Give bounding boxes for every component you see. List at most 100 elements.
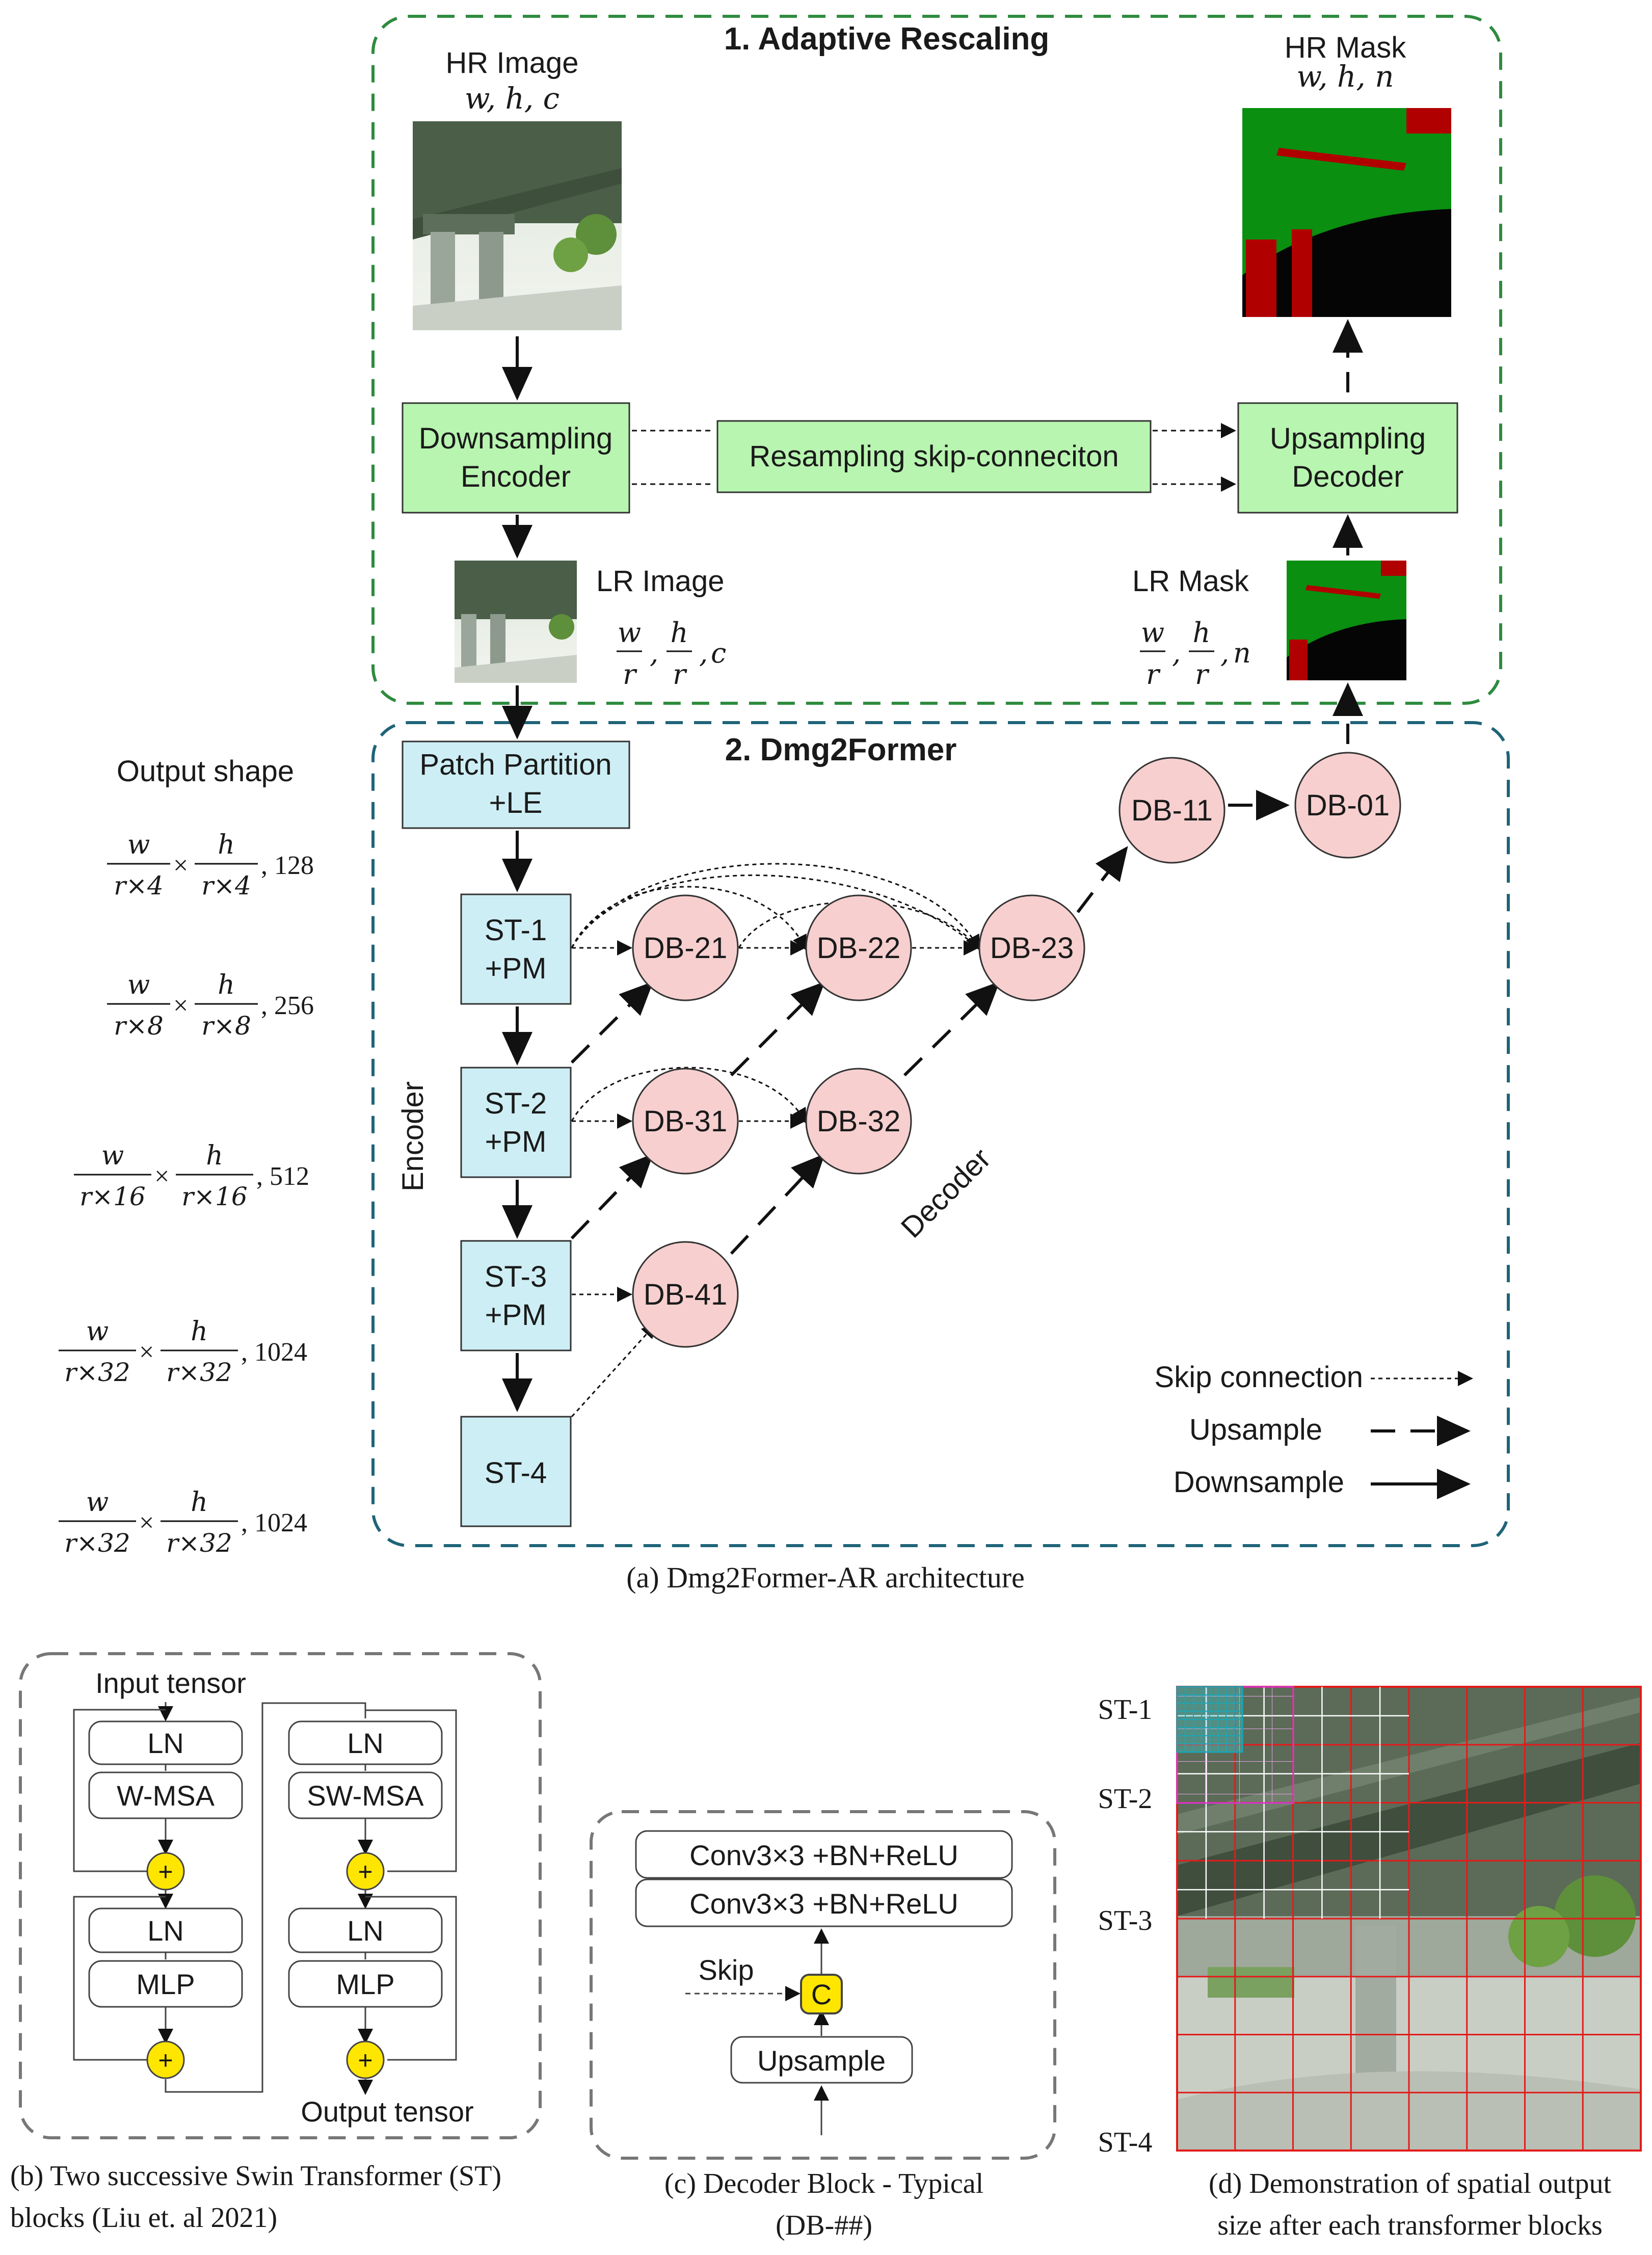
svg-text:×: × xyxy=(154,1162,169,1191)
svg-text:×: × xyxy=(139,1338,154,1367)
svg-text:Upsampling: Upsampling xyxy=(1270,422,1426,455)
svg-text:r×32: r×32 xyxy=(166,1528,232,1558)
svg-text:w: w xyxy=(127,830,150,860)
skip-label: Skip xyxy=(699,1954,754,1986)
caption-b-line1: (b) Two successive Swin Transformer (ST) xyxy=(10,2160,501,2192)
svg-text:×: × xyxy=(139,1508,154,1537)
caption-c-line2: (DB-##) xyxy=(776,2210,872,2241)
svg-text:DB-11: DB-11 xyxy=(1131,794,1213,827)
svg-text:+: + xyxy=(158,2046,173,2075)
svg-text:LN: LN xyxy=(147,1915,184,1947)
svg-text:h: h xyxy=(1193,617,1211,649)
db-41-node: DB-41 xyxy=(632,1241,739,1348)
svg-text:Conv3×3 +BN+ReLU: Conv3×3 +BN+ReLU xyxy=(689,1888,958,1920)
svg-text:ST-4: ST-4 xyxy=(485,1456,547,1490)
upsampling-decoder-box: Upsampling Decoder xyxy=(1237,402,1458,514)
resampling-skip-connections xyxy=(632,423,1236,492)
svg-text:MLP: MLP xyxy=(336,1968,394,2000)
st1-block: ST-1 +PM xyxy=(460,893,572,1005)
hr-mask xyxy=(1242,108,1451,317)
svg-text:+: + xyxy=(358,2046,372,2075)
svg-text:DB-32: DB-32 xyxy=(817,1105,900,1138)
svg-text:LN: LN xyxy=(347,1727,384,1759)
svg-text:+PM: +PM xyxy=(485,1125,547,1158)
db-01-node: DB-01 xyxy=(1294,752,1401,859)
svg-text:w: w xyxy=(618,617,641,649)
svg-text:r×32: r×32 xyxy=(166,1358,232,1387)
svg-text:Encoder: Encoder xyxy=(461,460,571,493)
svg-text:Conv3×3 +BN+ReLU: Conv3×3 +BN+ReLU xyxy=(689,1839,958,1871)
legend: Skip connection Upsample Downsample xyxy=(1155,1361,1473,1499)
lr-mask-label: LR Mask xyxy=(1132,565,1249,598)
svg-text:r: r xyxy=(1146,658,1161,691)
svg-text:ST-3: ST-3 xyxy=(485,1260,547,1293)
svg-text:r: r xyxy=(623,658,637,691)
db-23-node: DB-23 xyxy=(978,894,1085,1001)
hr-image xyxy=(413,121,622,330)
hr-mask-dims: w, h, n xyxy=(1296,59,1394,94)
svg-text:C: C xyxy=(811,1978,832,2010)
lr-image xyxy=(455,561,577,683)
svg-text:r×8: r×8 xyxy=(201,1011,251,1041)
svg-text:w: w xyxy=(127,970,150,1000)
decoder-block-arrows xyxy=(685,1928,829,2135)
svg-text:DB-21: DB-21 xyxy=(644,932,727,965)
caption-b-line2: blocks (Liu et. al 2021) xyxy=(10,2202,277,2234)
db-22-node: DB-22 xyxy=(805,894,912,1001)
lr-image-label: LR Image xyxy=(596,565,724,598)
svg-text:r×32: r×32 xyxy=(64,1528,130,1558)
svg-text:ST-1: ST-1 xyxy=(485,914,547,947)
input-tensor-label: Input tensor xyxy=(95,1667,246,1699)
legend-upsample-label: Upsample xyxy=(1189,1413,1322,1446)
db-31-node: DB-31 xyxy=(632,1068,739,1175)
svg-text:+: + xyxy=(358,1858,372,1886)
concat-node: C xyxy=(800,1974,843,2014)
svg-text:Resampling skip-conneciton: Resampling skip-conneciton xyxy=(749,440,1118,473)
svg-text:, 512: , 512 xyxy=(256,1162,309,1191)
svg-text:, 1024: , 1024 xyxy=(241,1508,307,1537)
db-11-node: DB-11 xyxy=(1118,757,1225,864)
decoder-skip-connections xyxy=(571,863,980,1418)
svg-text:ST-2: ST-2 xyxy=(485,1087,547,1120)
svg-text:w: w xyxy=(86,1316,109,1347)
st4-scale-label: ST-4 xyxy=(1098,2127,1153,2158)
svg-text:r×4: r×4 xyxy=(114,871,164,900)
lr-mask xyxy=(1287,561,1406,680)
svg-text:r×16: r×16 xyxy=(181,1182,247,1211)
legend-downsample-label: Downsample xyxy=(1174,1466,1344,1499)
svg-text:r: r xyxy=(1195,658,1210,691)
svg-text:×: × xyxy=(173,851,188,880)
svg-text:r×4: r×4 xyxy=(201,871,251,900)
swin-connectors xyxy=(73,1702,457,2095)
spatial-demo-image xyxy=(1176,1686,1642,2152)
swin-block-1: LN W-MSA LN MLP xyxy=(88,1720,243,2008)
svg-text:Upsample: Upsample xyxy=(757,2045,886,2077)
hr-mask-label: HR Mask xyxy=(1285,31,1406,64)
svg-text:+PM: +PM xyxy=(485,952,547,985)
svg-text:r×32: r×32 xyxy=(64,1358,130,1387)
output-shape-3: wr×16×hr×16, 512 xyxy=(74,1140,309,1211)
output-shape-4: wr×32×hr×32, 1024 xyxy=(59,1316,307,1387)
resampling-skip-box: Resampling skip-conneciton xyxy=(716,420,1152,493)
st1-scale-label: ST-1 xyxy=(1098,1694,1153,1726)
st4-block: ST-4 xyxy=(460,1416,572,1527)
decoder-label: Decoder xyxy=(895,1142,997,1244)
db-32-node: DB-32 xyxy=(805,1068,912,1175)
section1-title: 1. Adaptive Rescaling xyxy=(724,21,1050,57)
svg-text:h: h xyxy=(191,1316,208,1347)
hr-image-dims: w, h, c xyxy=(465,81,559,116)
svg-text:Downsampling: Downsampling xyxy=(419,422,612,455)
svg-text:, 256: , 256 xyxy=(261,991,314,1020)
lr-image-dims: w r , h r , c xyxy=(617,617,726,691)
swin-add-nodes: + + + + xyxy=(146,1852,385,2079)
svg-text:r×8: r×8 xyxy=(114,1011,164,1041)
st2-block: ST-2 +PM xyxy=(460,1067,572,1178)
svg-text:DB-41: DB-41 xyxy=(644,1278,727,1311)
output-shape-2: wr×8×hr×8, 256 xyxy=(107,970,314,1041)
svg-text:LN: LN xyxy=(347,1915,384,1947)
svg-text:, 128: , 128 xyxy=(261,851,314,880)
svg-text:n: n xyxy=(1233,637,1251,669)
svg-text:w: w xyxy=(86,1487,109,1518)
